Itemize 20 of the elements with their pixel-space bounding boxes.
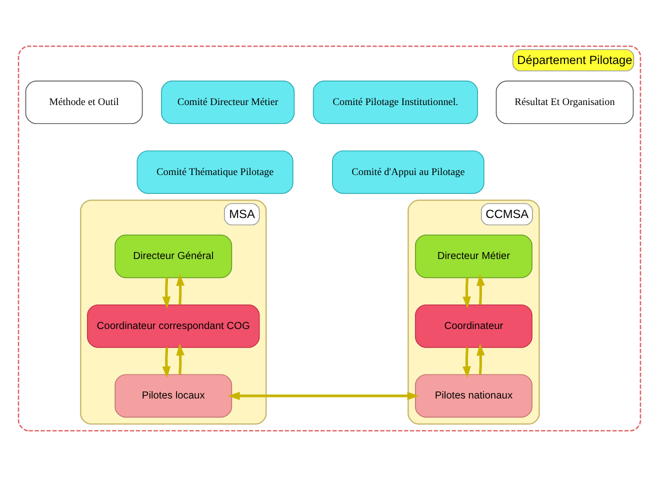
node-box: Directeur Métier	[415, 234, 532, 278]
node-box: Comité Pilotage Institutionnel.	[312, 80, 478, 124]
node-box: Pilotes nationaux	[415, 374, 532, 418]
node-box: Méthode et Outil	[25, 80, 143, 124]
node-box: Résultat Et Organisation	[496, 80, 634, 124]
arrow	[476, 274, 485, 305]
arrow	[162, 347, 171, 378]
node-box: Coordinateur	[415, 304, 532, 348]
node-box: Comité Directeur Métier	[161, 80, 295, 124]
node-box: Comité d'Appui au Pilotage	[332, 150, 484, 194]
node-box: Directeur Général	[114, 234, 232, 278]
arrow	[462, 278, 471, 308]
node-box: Coordinateur correspondant COG	[87, 304, 260, 348]
arrow	[476, 344, 485, 375]
arrow	[176, 344, 185, 374]
arrow	[462, 347, 471, 378]
node-box: Pilotes locaux	[114, 374, 232, 418]
node-box: Comité Thématique Pilotage	[136, 150, 294, 194]
arrow	[176, 274, 185, 305]
arrow	[162, 278, 171, 308]
